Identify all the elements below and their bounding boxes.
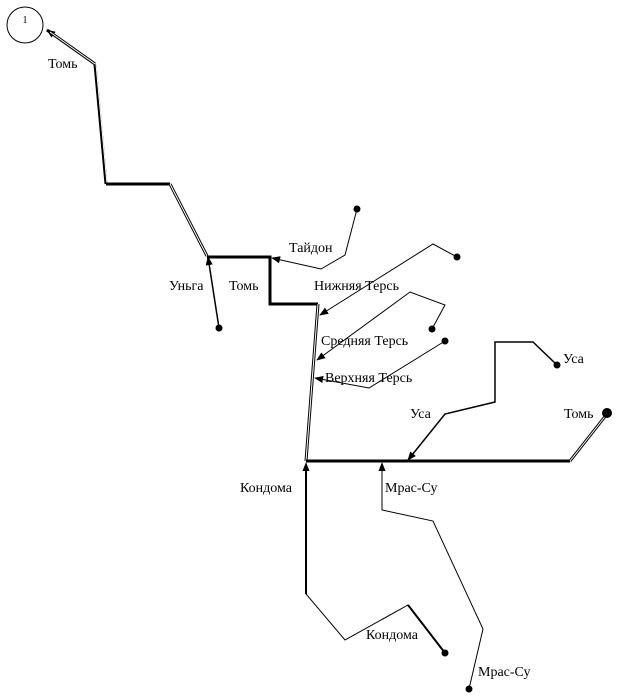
taidon-source [353,205,361,213]
nizhnyaya-ters-source [453,253,461,261]
label-taidon: Тайдон [289,241,333,256]
start-node-label: 1 [23,15,28,26]
mras-su-source [465,685,473,693]
srednyaya-ters-river [316,291,446,361]
verkhnyaya-ters-river [314,340,446,389]
taidon-river [271,208,358,270]
tom-main-channel [46,28,609,463]
label-tom-top: Томь [48,57,77,72]
label-usa-right: Уса [563,352,585,367]
srednyaya-ters-source [428,325,436,333]
label-unga: Уньга [169,279,204,294]
nizhnyaya-ters-river [319,243,458,316]
unga-river [205,256,220,329]
label-kondoma-upper: Кондома [240,481,293,496]
start-node: 1 [6,6,44,44]
label-usa-left: Уса [410,407,432,422]
unga-source [215,324,223,332]
label-mras-su-lower: Мрас-Су [478,665,531,680]
label-nizhnyaya-ters: Нижняя Терсь [314,279,399,294]
label-tom-mid: Томь [229,279,258,294]
label-mras-su-upper: Мрас-Су [385,481,438,496]
label-verkhnyaya-ters: Верхняя Терсь [325,371,412,386]
tom-source [602,408,612,418]
verkhnyaya-ters-source [441,337,449,345]
usa-source [553,361,561,369]
mras-su-river [378,462,484,690]
label-kondoma-lower: Кондома [366,628,419,643]
kondoma-source [441,649,449,657]
label-srednyaya-ters: Средняя Терсь [321,334,408,349]
label-tom-right: Томь [564,407,593,422]
usa-river [407,341,558,461]
